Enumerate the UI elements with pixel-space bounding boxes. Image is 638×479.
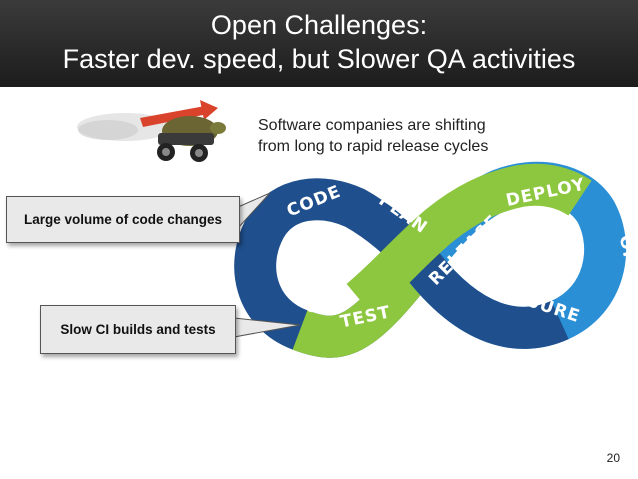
rocket-turtle-image <box>77 100 226 162</box>
devops-infinity-loop <box>234 161 627 358</box>
callout-ci-builds: Slow CI builds and tests <box>40 305 236 354</box>
subtitle-line2: from long to rapid release cycles <box>258 138 489 155</box>
loop-release-green <box>346 163 592 317</box>
subtitle-line1: Software companies are shifting <box>258 117 486 134</box>
title-bar <box>0 0 638 87</box>
loop-bottom-right-dark <box>403 249 569 349</box>
slide-title-line1: Open Challenges: <box>210 10 428 40</box>
slide-title-line2: Faster dev. speed, but Slower QA activit… <box>62 44 576 74</box>
page-number: 20 <box>606 451 620 465</box>
callout-code-changes: Large volume of code changes <box>6 196 240 243</box>
subtitle: Software companies are shifting from lon… <box>258 115 488 157</box>
